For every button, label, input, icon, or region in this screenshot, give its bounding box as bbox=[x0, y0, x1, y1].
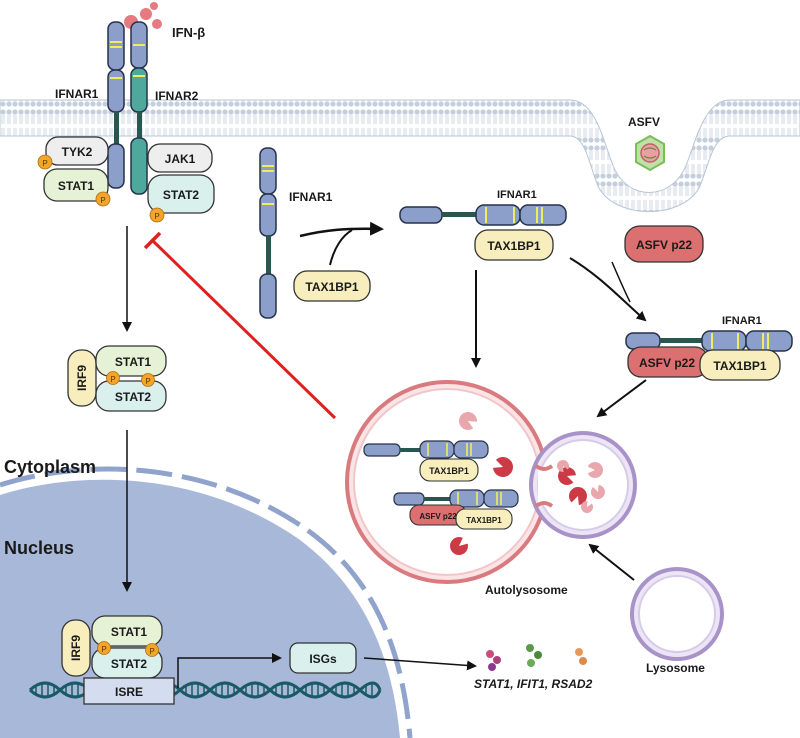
autolysosome-cargo-ifnar1-tax1bp1 bbox=[363, 440, 489, 482]
tax1bp1-complex-label: TAX1BP1 bbox=[487, 239, 540, 253]
transcription-arrow bbox=[177, 653, 282, 688]
ifnar1-receptor bbox=[107, 21, 125, 189]
isgs-box bbox=[289, 642, 357, 674]
asfv-virion bbox=[635, 134, 665, 172]
phospho-group: P bbox=[95, 191, 111, 207]
stat1-cyto-label: STAT1 bbox=[115, 355, 152, 369]
ifnar2-receptor bbox=[130, 21, 148, 195]
tax1bp1-free-protein bbox=[293, 270, 371, 302]
binding-arrow-join bbox=[329, 229, 353, 266]
ifnar2-label: IFNAR2 bbox=[155, 89, 199, 103]
hydrolase-enzyme bbox=[557, 460, 569, 472]
phospho-group: P bbox=[97, 641, 111, 655]
ifn-receptor-complex: IFN-β IFNAR1 IFNAR2 TYK2 STAT1 bbox=[37, 2, 215, 223]
hydrolase-enzyme bbox=[581, 501, 593, 513]
tyk2-label: TYK2 bbox=[62, 145, 93, 159]
svg-text:P: P bbox=[42, 159, 47, 168]
svg-text:P: P bbox=[154, 212, 159, 221]
phospho-group: P bbox=[106, 371, 120, 385]
svg-text:P: P bbox=[149, 647, 154, 656]
asfv-p22-label: ASFV p22 bbox=[636, 238, 692, 252]
stat1-nuc-label: STAT1 bbox=[111, 625, 148, 639]
isg-genes-label: STAT1, IFIT1, RSAD2 bbox=[474, 677, 593, 691]
autolysosome-cargo-ternary bbox=[393, 489, 519, 530]
stat2-nuc-label: STAT2 bbox=[111, 657, 148, 671]
isgs-label: ISGs bbox=[309, 652, 337, 666]
hydrolase-enzyme bbox=[591, 485, 605, 499]
cytoplasm-label: Cytoplasm bbox=[4, 457, 96, 477]
fusion-arrow bbox=[588, 543, 635, 581]
svg-text:P: P bbox=[110, 375, 115, 384]
inhibition-line bbox=[143, 231, 337, 420]
ifnar1-complex-label: IFNAR1 bbox=[497, 189, 537, 201]
expression-arrow bbox=[363, 657, 477, 671]
binding-arrow bbox=[299, 221, 384, 238]
autolysosome bbox=[345, 380, 637, 584]
phospho-group: P bbox=[149, 207, 165, 223]
stat2-membrane-label: STAT2 bbox=[163, 188, 200, 202]
isgf3-complex-cytoplasm bbox=[67, 345, 167, 412]
asfv-p22-ternary-label: ASFV p22 bbox=[639, 356, 695, 370]
stat2-membrane-protein bbox=[147, 174, 215, 214]
hydrolase-enzyme bbox=[493, 457, 513, 477]
stat2-cyto-label: STAT2 bbox=[115, 390, 152, 404]
ifnar1-label: IFNAR1 bbox=[55, 87, 99, 101]
degradation-arrow bbox=[596, 379, 647, 418]
hydrolase-enzyme bbox=[459, 412, 477, 430]
ifnar1-free-receptor bbox=[259, 147, 277, 319]
tax1bp1-auto1-label: TAX1BP1 bbox=[429, 466, 469, 476]
plasma-membrane bbox=[0, 99, 800, 212]
tax1bp1-free-label: TAX1BP1 bbox=[305, 280, 358, 294]
isre-element bbox=[83, 677, 175, 705]
stat1-membrane-label: STAT1 bbox=[58, 179, 95, 193]
lysosome bbox=[630, 567, 724, 661]
ifn-beta-label: IFN-β bbox=[172, 25, 205, 40]
nucleus-label: Nucleus bbox=[4, 538, 74, 558]
ifnar1-free-label: IFNAR1 bbox=[289, 190, 333, 204]
ifn-beta-ligand bbox=[124, 2, 162, 29]
phospho-group: P bbox=[145, 643, 159, 657]
lysosome-label: Lysosome bbox=[646, 661, 705, 675]
irf9-cyto-label: IRF9 bbox=[75, 365, 89, 391]
tax1bp1-ternary-label: TAX1BP1 bbox=[713, 359, 766, 373]
isre-label: ISRE bbox=[115, 685, 143, 699]
svg-text:P: P bbox=[100, 196, 105, 205]
p22-binding-arrow bbox=[569, 257, 647, 322]
tyk2-protein bbox=[45, 136, 109, 166]
hydrolase-enzyme bbox=[450, 537, 468, 555]
p22-binding-arrow-join bbox=[611, 261, 631, 303]
asfv-label: ASFV bbox=[628, 115, 660, 129]
phospho-group: P bbox=[141, 373, 155, 387]
autolysosome-label: Autolysosome bbox=[485, 583, 568, 597]
hydrolase-enzyme bbox=[587, 462, 603, 478]
irf9-nuc-label: IRF9 bbox=[69, 635, 83, 661]
stat1-membrane-protein bbox=[43, 168, 109, 202]
jak1-protein bbox=[147, 143, 213, 173]
asfv-p22-auto-label: ASFV p22 bbox=[419, 512, 457, 521]
jak1-label: JAK1 bbox=[165, 152, 196, 166]
phospho-group: P bbox=[37, 154, 53, 170]
svg-text:P: P bbox=[145, 377, 150, 386]
tax1bp1-auto2-label: TAX1BP1 bbox=[466, 516, 502, 525]
ifnar1-tax1bp1-complex bbox=[399, 204, 567, 261]
svg-text:P: P bbox=[101, 645, 106, 654]
hydrolase-enzyme bbox=[569, 487, 587, 505]
ifnar1-ternary-label: IFNAR1 bbox=[722, 315, 762, 327]
ifnar1-p22-tax1bp1-complex bbox=[625, 330, 793, 381]
asfv-p22-protein bbox=[624, 225, 704, 263]
isg-proteins bbox=[486, 644, 587, 671]
